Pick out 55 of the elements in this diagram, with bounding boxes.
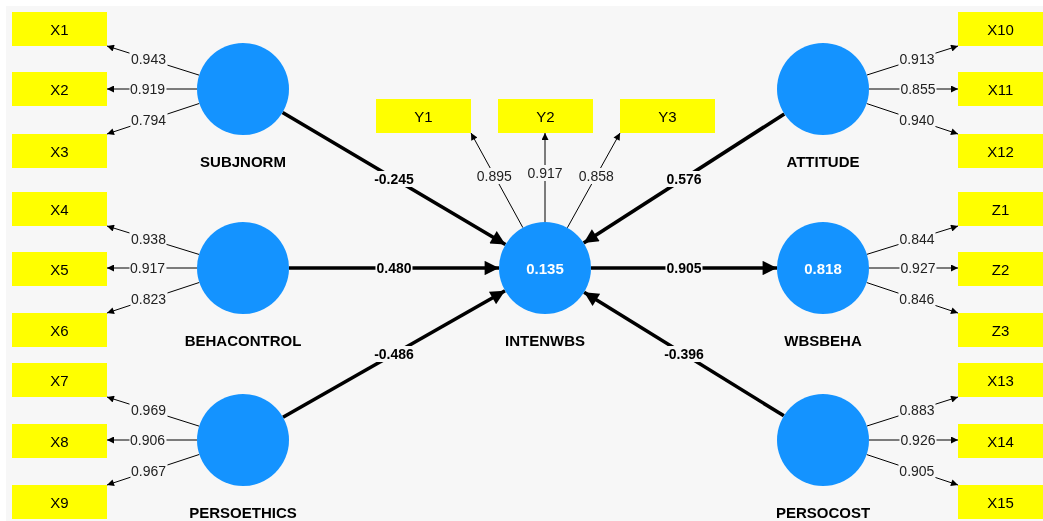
loading-value: 0.943 bbox=[129, 51, 167, 68]
path-coefficient: 0.480 bbox=[375, 260, 413, 276]
loading-value: 0.883 bbox=[898, 402, 936, 419]
loading-value: 0.855 bbox=[899, 81, 937, 97]
indicator-box: Y2 bbox=[498, 99, 593, 133]
construct-name: WBSBEHA bbox=[784, 332, 862, 349]
construct-name: INTENWBS bbox=[505, 332, 585, 349]
indicator-box: X3 bbox=[12, 134, 107, 168]
indicator-box: Z1 bbox=[958, 192, 1043, 226]
indicator-box: X6 bbox=[12, 313, 107, 347]
loading-value: 0.967 bbox=[130, 463, 168, 480]
indicator-box: Z2 bbox=[958, 252, 1043, 286]
path-coefficient: -0.396 bbox=[663, 346, 705, 362]
indicator-box: X4 bbox=[12, 192, 107, 226]
indicator-box: X14 bbox=[958, 424, 1043, 458]
indicator-box: X11 bbox=[958, 72, 1043, 106]
indicator-box: X13 bbox=[958, 363, 1043, 397]
indicator-box: Y1 bbox=[376, 99, 471, 133]
indicator-box: X10 bbox=[958, 12, 1043, 46]
path-coefficient: 0.905 bbox=[665, 260, 703, 276]
loading-value: 0.913 bbox=[898, 51, 936, 68]
construct-name: ATTITUDE bbox=[786, 153, 860, 170]
path-coefficient: -0.486 bbox=[373, 346, 415, 362]
loading-value: 0.917 bbox=[129, 260, 166, 276]
indicator-box: X8 bbox=[12, 424, 107, 458]
r-squared-value: 0.818 bbox=[804, 259, 842, 277]
construct-name: BEHACONTROL bbox=[184, 332, 302, 349]
indicator-box: Y3 bbox=[620, 99, 715, 133]
construct-name: PERSOCOST bbox=[775, 504, 871, 521]
loading-value: 0.917 bbox=[526, 165, 564, 182]
loading-value: 0.823 bbox=[130, 291, 168, 308]
indicator-box: X12 bbox=[958, 134, 1043, 168]
loading-value: 0.927 bbox=[899, 260, 937, 276]
indicator-box: X2 bbox=[12, 72, 107, 106]
indicator-box: Z3 bbox=[958, 313, 1043, 347]
loading-value: 0.906 bbox=[129, 432, 166, 448]
loading-value: 0.905 bbox=[898, 463, 936, 480]
construct-name: PERSOETHICS bbox=[189, 504, 297, 521]
indicator-box: X5 bbox=[12, 252, 107, 286]
loading-value: 0.969 bbox=[129, 402, 167, 419]
path-arrow bbox=[582, 112, 786, 245]
construct-name: SUBJNORM bbox=[200, 153, 286, 170]
indicator-box: X7 bbox=[12, 363, 107, 397]
loading-value: 0.794 bbox=[130, 112, 168, 129]
path-arrow bbox=[583, 290, 785, 418]
loading-value: 0.846 bbox=[898, 291, 936, 308]
loading-value: 0.940 bbox=[898, 112, 936, 129]
loading-value: 0.926 bbox=[899, 432, 937, 448]
path-arrow bbox=[281, 110, 507, 247]
r-squared-value: 0.135 bbox=[526, 259, 564, 277]
indicator-box: X9 bbox=[12, 485, 107, 519]
loading-value: 0.919 bbox=[129, 81, 166, 97]
path-arrow bbox=[282, 289, 506, 419]
indicator-box: X15 bbox=[958, 485, 1043, 519]
indicator-box: X1 bbox=[12, 12, 107, 46]
